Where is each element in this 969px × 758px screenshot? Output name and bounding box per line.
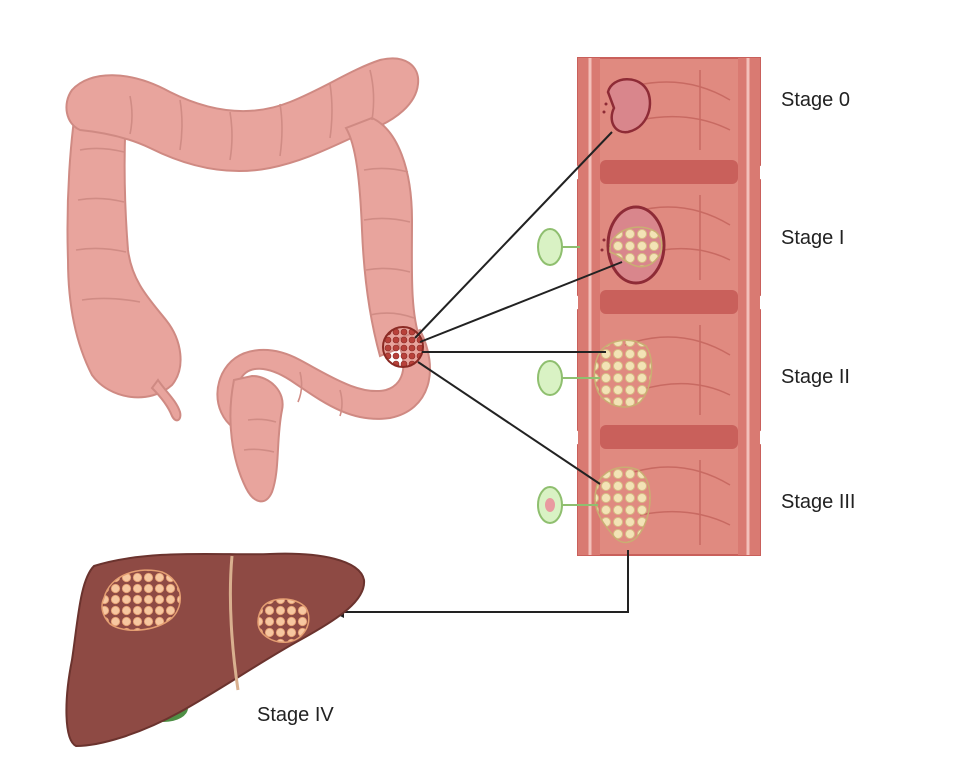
- stage-4-label: Stage IV: [257, 704, 334, 726]
- lymph-node-icon: [538, 229, 562, 265]
- primary-tumor: [383, 327, 423, 367]
- stage-2-tumor: [594, 340, 651, 407]
- stage-3-label: Stage III: [781, 491, 856, 513]
- liver-metastasis-small: [258, 599, 309, 642]
- large-intestine-icon: [66, 58, 430, 501]
- lymph-node-stage-1: [538, 229, 580, 265]
- colon-wall-cross-section: [578, 58, 760, 555]
- lymph-node-metastasis: [545, 498, 555, 512]
- lymph-node-icon: [538, 361, 562, 395]
- stage-0-label: Stage 0: [781, 89, 850, 111]
- stage-1-label: Stage I: [781, 227, 844, 249]
- connector-stage-4: [340, 550, 628, 612]
- descending-colon: [346, 118, 420, 356]
- stage-2-label: Stage II: [781, 366, 850, 388]
- connector-stage-3: [418, 362, 600, 484]
- rectum: [230, 376, 282, 501]
